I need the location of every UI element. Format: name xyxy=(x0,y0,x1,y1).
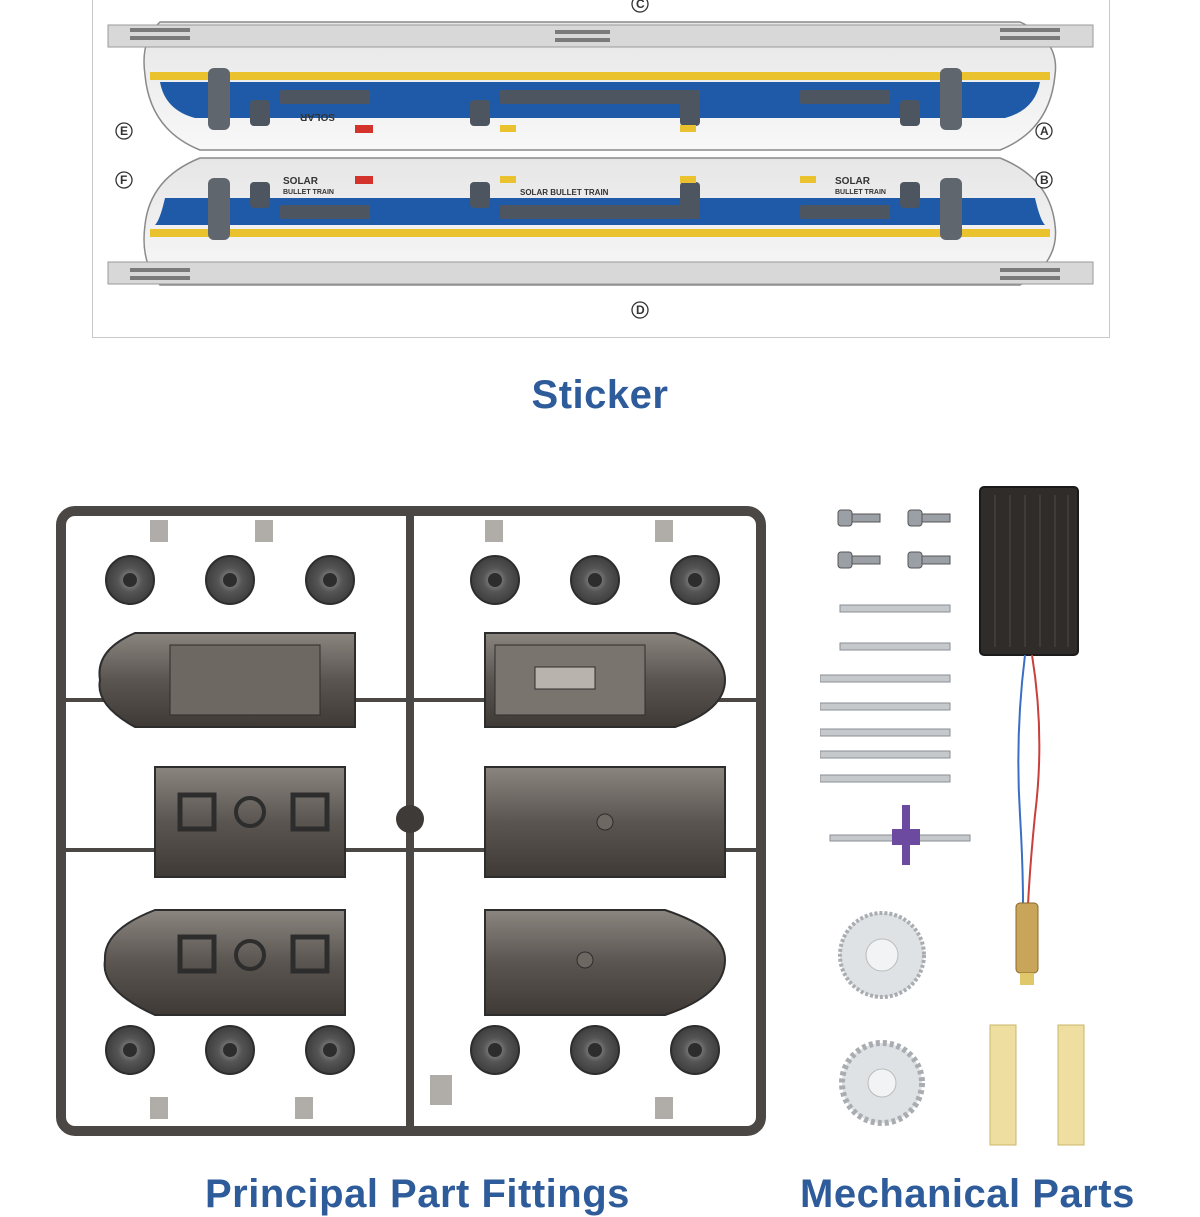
marker-e: E xyxy=(115,122,133,140)
train-strip-upper: SOLAR xyxy=(107,21,1094,151)
svg-text:D: D xyxy=(636,303,645,317)
sticker-caption: Sticker xyxy=(531,373,669,417)
svg-text:F: F xyxy=(120,173,127,187)
mechanical-parts-caption: Mechanical Parts xyxy=(800,1172,1135,1216)
svg-text:E: E xyxy=(120,124,128,138)
sticker-brand-lower-left-sub: BULLET TRAIN xyxy=(283,189,334,196)
train-strip-lower: SOLAR BULLET TRAIN SOLAR BULLET TRAIN SO… xyxy=(107,157,1094,286)
sticker-illustration: SOLAR SOLAR BULLET TRAIN SOLAR BULLET TR… xyxy=(107,0,1094,319)
marker-a: A xyxy=(1035,122,1053,140)
sticker-brand-upper: SOLAR xyxy=(299,111,335,122)
sticker-brand-lower-right-sub: BULLET TRAIN xyxy=(835,189,886,196)
marker-d: D xyxy=(631,301,649,319)
gear-large xyxy=(838,911,926,999)
shaft-gear xyxy=(829,805,971,865)
marker-f: F xyxy=(115,171,133,189)
marker-c: C xyxy=(631,0,649,13)
sticker-brand-lower-right: SOLAR xyxy=(835,176,871,187)
foam-pads xyxy=(989,1024,1085,1146)
principal-part-fittings-illustration xyxy=(56,506,766,1136)
gear-small xyxy=(839,1040,925,1126)
mechanical-parts-illustration xyxy=(820,486,1085,1146)
sticker-brand-lower-left: SOLAR xyxy=(283,176,319,187)
svg-text:C: C xyxy=(636,0,645,11)
sticker-center-label: SOLAR BULLET TRAIN xyxy=(520,188,609,197)
marker-b: B xyxy=(1035,171,1053,189)
motor xyxy=(1015,902,1039,985)
axles xyxy=(820,604,951,783)
svg-text:A: A xyxy=(1040,124,1049,138)
principal-parts-caption: Principal Part Fittings xyxy=(205,1172,630,1216)
screws xyxy=(837,509,951,569)
solar-panel xyxy=(979,486,1079,656)
svg-text:B: B xyxy=(1040,173,1049,187)
